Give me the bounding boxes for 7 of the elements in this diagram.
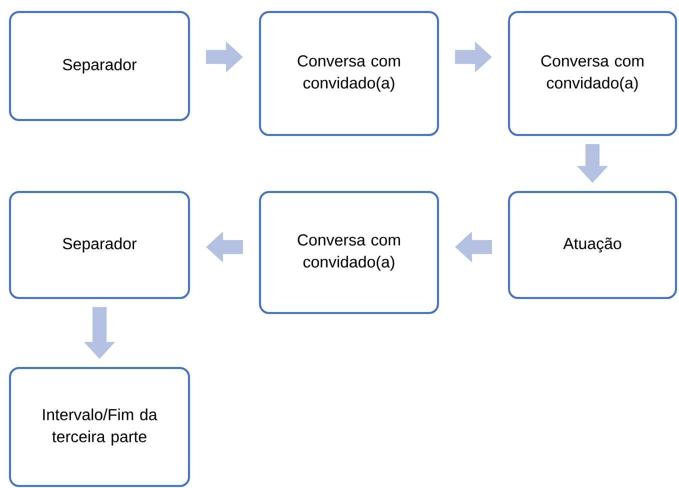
process-box: Separador [9,191,190,299]
process-box: Intervalo/Fim da terceira parte [9,367,190,487]
process-box: Conversa com convidado(a) [508,11,677,136]
process-box: Conversa com convidado(a) [259,11,439,136]
process-box: Separador [9,11,190,121]
process-box: Atuação [508,191,677,299]
process-box: Conversa com convidado(a) [259,191,439,314]
